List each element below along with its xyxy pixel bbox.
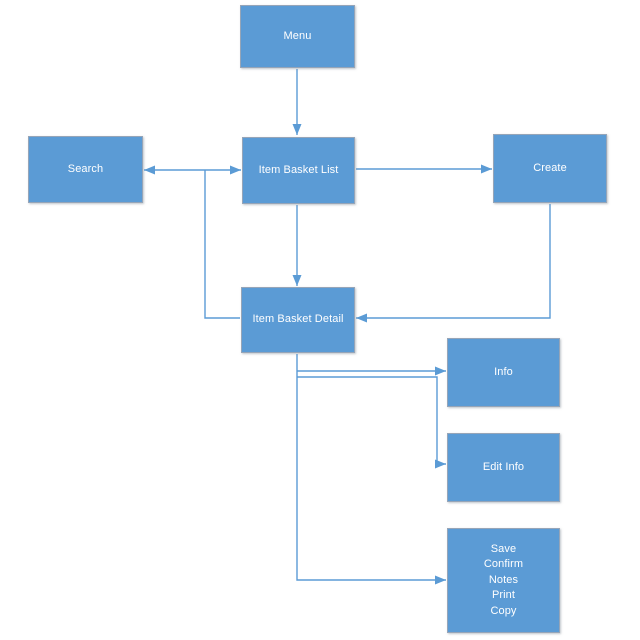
node-search: Search	[28, 136, 143, 203]
node-search-label: Search	[67, 162, 104, 175]
node-create: Create	[493, 134, 607, 203]
node-item-basket-detail: Item Basket Detail	[241, 287, 355, 353]
node-menu: Menu	[240, 5, 355, 68]
connector-detail-to-edit-info	[297, 376, 446, 469]
node-menu-label: Menu	[283, 29, 312, 42]
node-actions: Save Confirm Notes Print Copy	[447, 528, 560, 633]
node-item-basket-detail-label: Item Basket Detail	[252, 313, 344, 326]
node-info: Info	[447, 338, 560, 407]
connector-detail-to-actions	[296, 354, 446, 585]
node-create-label: Create	[533, 161, 567, 174]
node-item-basket-list-label: Item Basket List	[258, 163, 339, 176]
node-actions-label: Save Confirm Notes Print Copy	[483, 543, 524, 617]
connector-create-to-detail	[356, 204, 551, 323]
node-edit-info-label: Edit Info	[482, 460, 525, 473]
node-item-basket-list: Item Basket List	[242, 137, 355, 204]
node-edit-info: Edit Info	[447, 433, 560, 502]
connector-junction-to-detail	[204, 170, 240, 319]
node-info-label: Info	[494, 365, 513, 378]
